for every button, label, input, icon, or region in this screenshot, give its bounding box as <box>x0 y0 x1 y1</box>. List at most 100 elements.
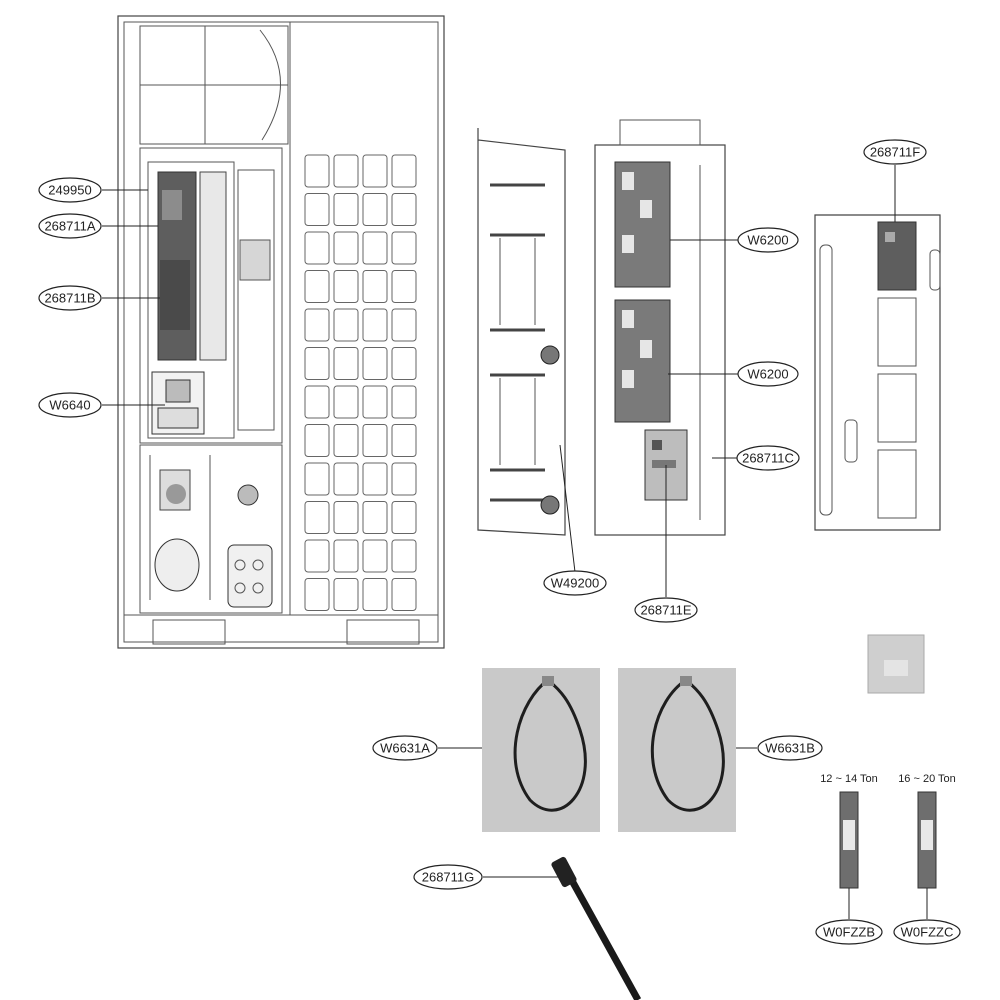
callout-bubble <box>634 597 698 623</box>
coil-cell <box>362 270 388 303</box>
callout-bubble <box>38 285 102 311</box>
callout-bubble <box>413 864 483 890</box>
callout-w0fzzb: W0FZZB <box>815 919 883 945</box>
callout-bubble <box>863 139 927 165</box>
callout-268711e: 268711E <box>634 597 698 623</box>
coil-cell <box>391 270 417 303</box>
callout-part-number: W6200 <box>747 367 788 382</box>
coil-cell <box>333 424 359 457</box>
coil-cell <box>391 385 417 419</box>
coil-cell <box>304 539 330 573</box>
coil-cell <box>333 154 359 188</box>
coil-cell <box>391 231 417 265</box>
coil-cell <box>333 578 359 611</box>
compressor-area <box>139 444 283 614</box>
fuse-12-14 <box>839 791 859 889</box>
callout-bubble <box>737 227 799 253</box>
coil-cell <box>304 462 330 496</box>
callout-part-number: 268711A <box>44 219 95 234</box>
caption-16-20-ton: 16 ~ 20 Ton <box>898 773 956 785</box>
coil-cell <box>333 501 359 534</box>
callout-bubble <box>893 919 961 945</box>
coil-cell <box>333 462 359 496</box>
callout-bubble <box>736 445 800 471</box>
callout-part-number: W6631A <box>380 741 430 756</box>
leader-lines <box>102 165 928 919</box>
small-cover-photo-detail <box>884 660 908 676</box>
coil-cell <box>391 462 417 496</box>
coil-cell <box>304 308 330 342</box>
coil-cell <box>333 270 359 303</box>
callout-bubble <box>543 570 607 596</box>
callout-part-number: W6200 <box>747 233 788 248</box>
coil-cell <box>304 347 330 380</box>
callout-part-number: 268711C <box>742 451 794 466</box>
coil-cell <box>391 308 417 342</box>
callout-part-number: W6631B <box>765 741 815 756</box>
temperature-sensor <box>551 856 642 1000</box>
callout-part-number: W49200 <box>551 576 599 591</box>
callout-bubble <box>38 177 102 203</box>
callout-part-number: W0FZZB <box>823 925 875 940</box>
callout-268711c: 268711C <box>736 445 800 471</box>
coil-cell <box>391 347 417 380</box>
callout-part-number: W0FZZC <box>901 925 954 940</box>
coil-cell <box>391 154 417 188</box>
callout-labels: 249950268711A268711BW6640W6200W620026871… <box>38 139 961 945</box>
coil-cell <box>362 501 388 534</box>
coil-cell <box>362 578 388 611</box>
callout-w49200: W49200 <box>543 570 607 596</box>
callout-268711f: 268711F <box>863 139 927 165</box>
callout-part-number: 268711E <box>640 603 691 618</box>
coil-cell <box>362 462 388 496</box>
callout-268711g: 268711G <box>413 864 483 890</box>
inverter-panel <box>594 119 726 536</box>
coil-cell <box>333 308 359 342</box>
coil-cell <box>362 154 388 188</box>
callout-w6200a: W6200 <box>737 227 799 253</box>
coil-cell <box>333 231 359 265</box>
callout-w6200b: W6200 <box>737 361 799 387</box>
coil-cell <box>362 231 388 265</box>
coil-cell <box>304 385 330 419</box>
callout-249950: 249950 <box>38 177 102 203</box>
callout-part-number: W6640 <box>49 398 90 413</box>
coil-cell <box>304 270 330 303</box>
callout-bubble <box>38 392 102 418</box>
coil-cell <box>362 424 388 457</box>
coil-cell <box>333 347 359 380</box>
cable-photo-a <box>482 668 600 832</box>
cable-photo-b <box>618 668 736 832</box>
coil-cell <box>391 539 417 573</box>
coil-cell <box>304 154 330 188</box>
fuse-16-20 <box>917 791 937 889</box>
callout-part-number: 249950 <box>48 183 91 198</box>
callout-bubble <box>815 919 883 945</box>
callout-bubble <box>372 735 438 761</box>
callout-268711b: 268711B <box>38 285 102 311</box>
condenser-coil-grid <box>304 154 417 611</box>
coil-cell <box>333 193 359 226</box>
coil-cell <box>391 501 417 534</box>
callout-268711a: 268711A <box>38 213 102 239</box>
coil-cell <box>304 578 330 611</box>
coil-cell <box>391 193 417 226</box>
callout-w6631a: W6631A <box>372 735 438 761</box>
coil-cell <box>362 385 388 419</box>
callout-bubble <box>737 361 799 387</box>
coil-cell <box>391 424 417 457</box>
coil-cell <box>362 308 388 342</box>
callout-w6640: W6640 <box>38 392 102 418</box>
coil-cell <box>304 231 330 265</box>
caption-12-14-ton: 12 ~ 14 Ton <box>820 773 878 785</box>
coil-cell <box>391 578 417 611</box>
coil-cell <box>333 539 359 573</box>
coil-cell <box>304 501 330 534</box>
callout-bubble <box>38 213 102 239</box>
callout-part-number: 268711G <box>422 870 475 885</box>
callout-part-number: 268711F <box>870 145 920 160</box>
middle-side-panel <box>477 128 566 536</box>
callout-w0fzzc: W0FZZC <box>893 919 961 945</box>
coil-cell <box>362 193 388 226</box>
callout-w6631b: W6631B <box>757 735 823 761</box>
